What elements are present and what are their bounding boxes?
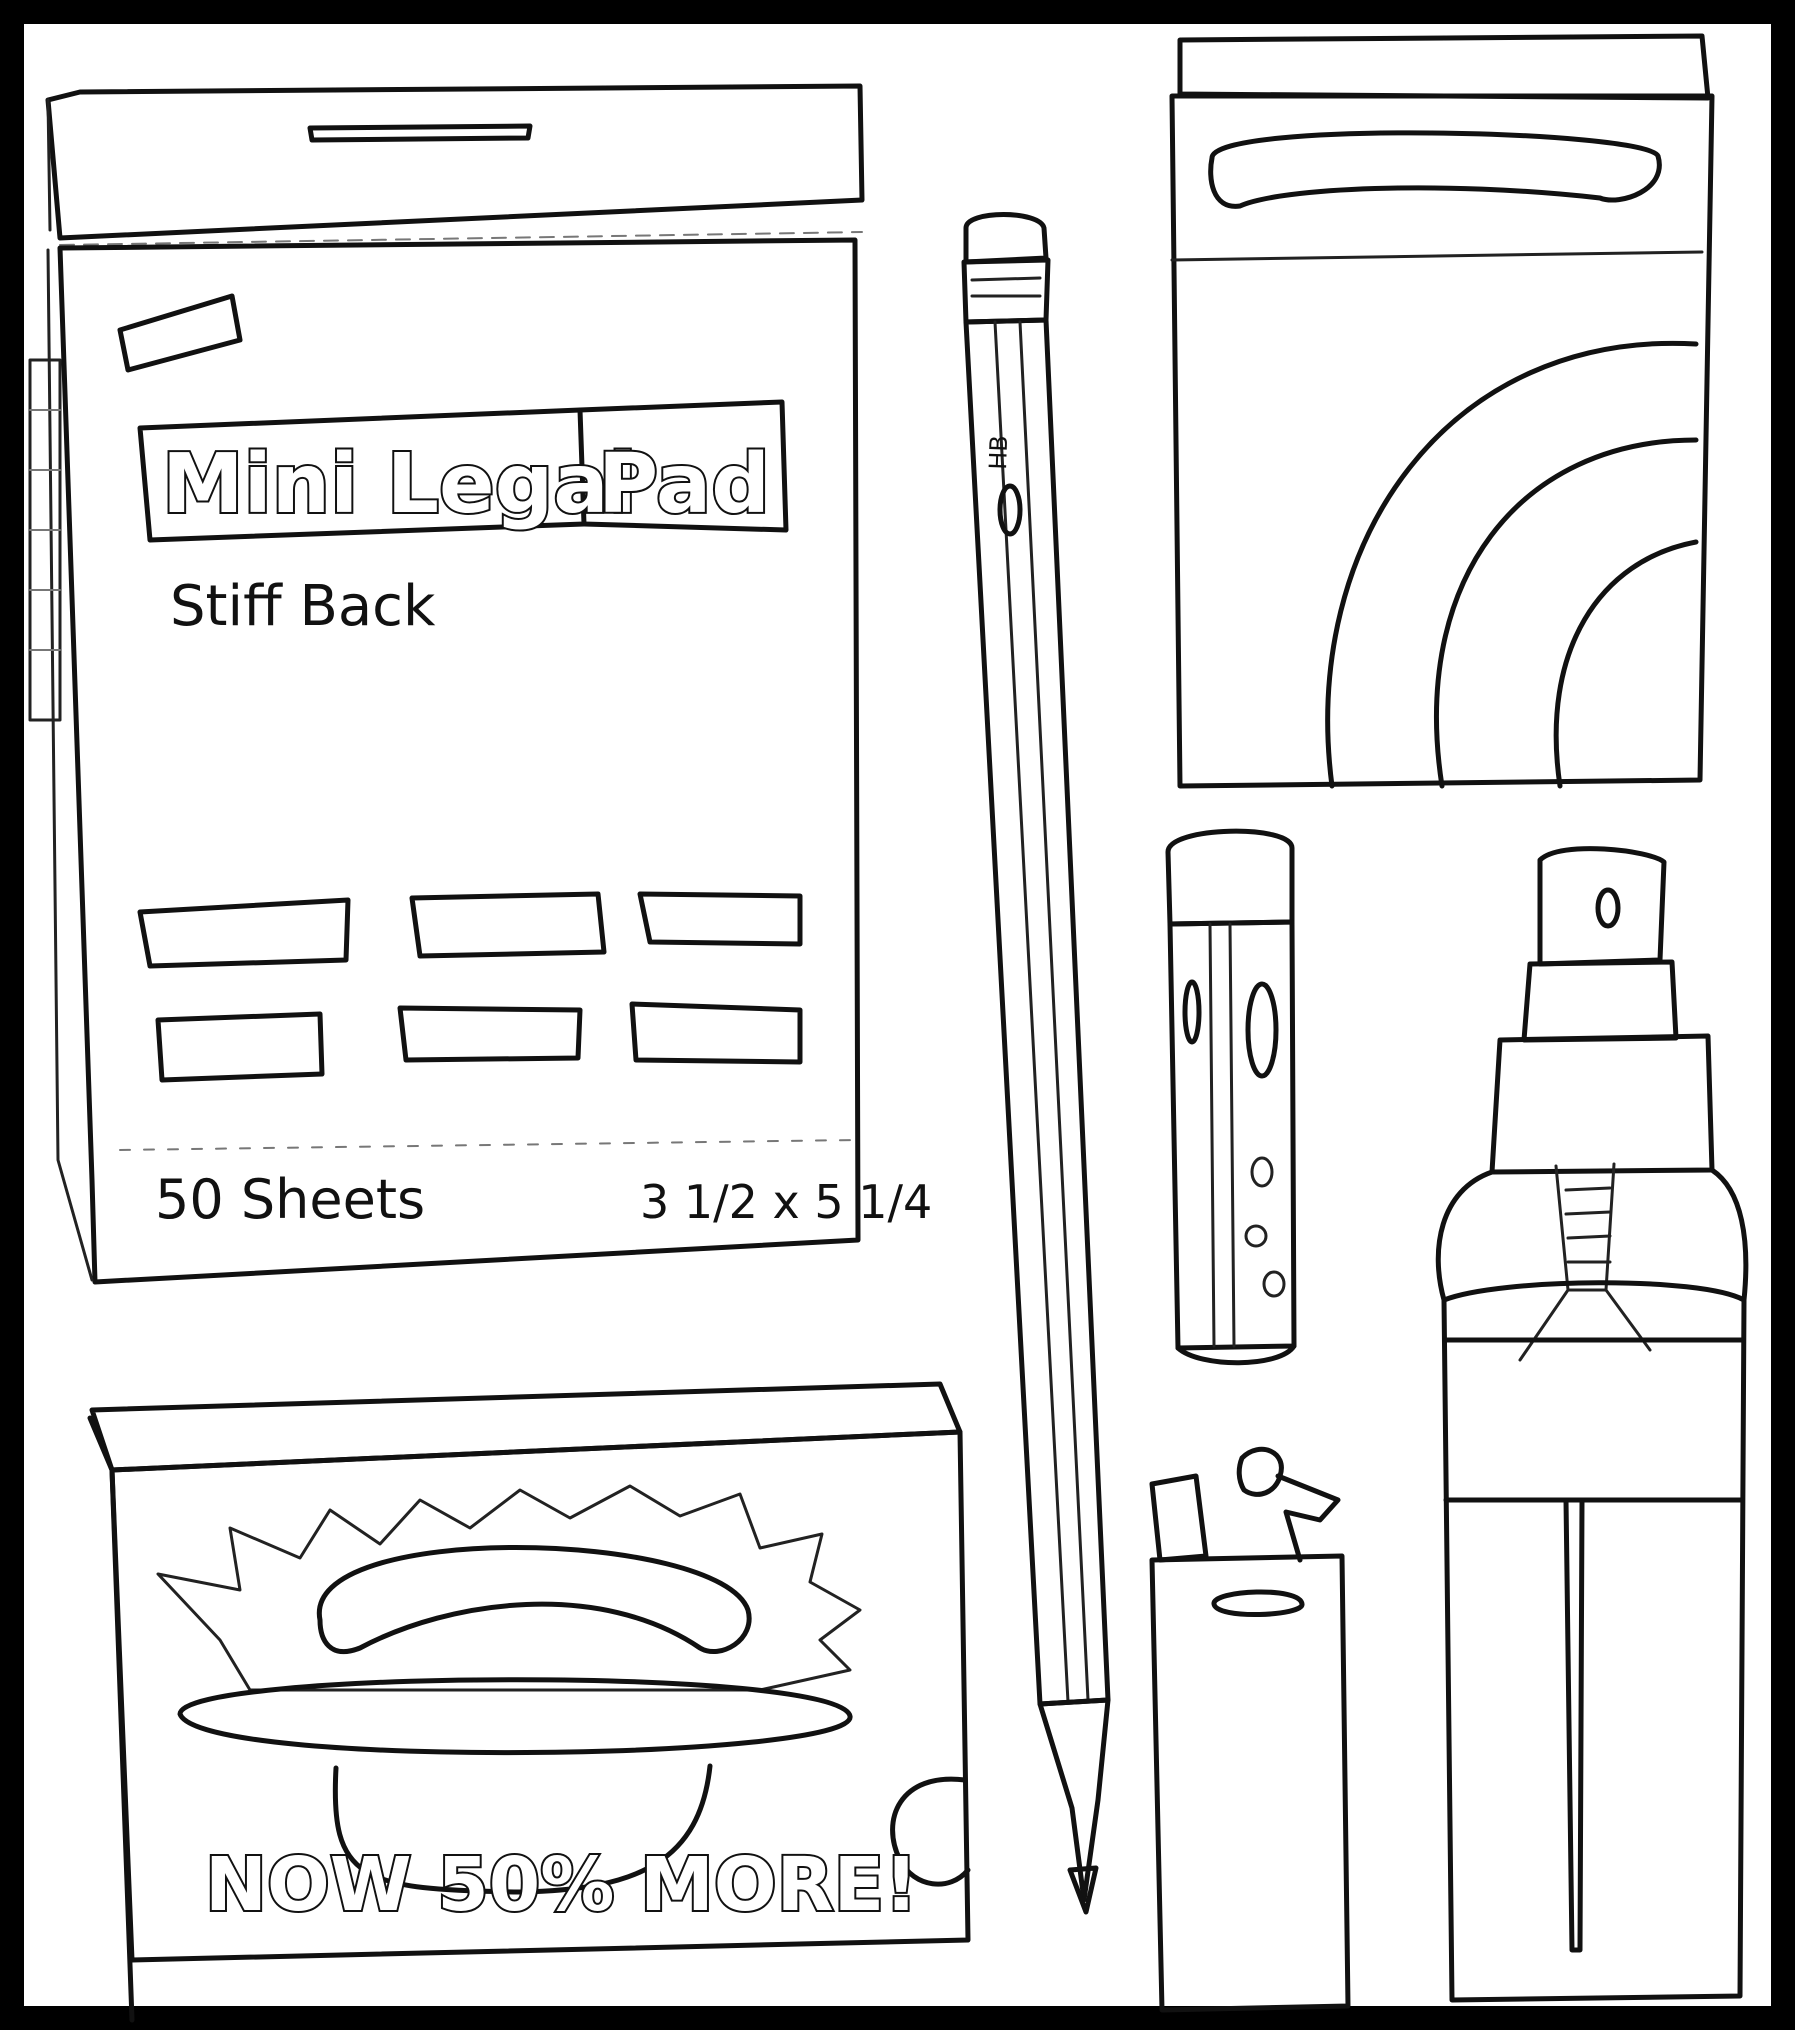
pad-box xyxy=(137,897,351,969)
pad-title-part2: Pad xyxy=(598,437,770,532)
pad-title-part1: Mini Legal xyxy=(162,437,637,532)
pad-box xyxy=(629,1001,803,1065)
pad-box xyxy=(155,1011,325,1083)
pad-box xyxy=(409,891,607,959)
small-box xyxy=(1169,33,1715,789)
pencil: HB xyxy=(961,212,1111,1915)
lip-balm xyxy=(1165,828,1297,1366)
lighter-slot xyxy=(1211,1589,1305,1618)
pencil-eraser xyxy=(963,212,1049,265)
pencil-tip xyxy=(1037,1697,1111,1903)
pad-subtitle: Stiff Back xyxy=(170,574,436,639)
spray-bottle xyxy=(1435,846,1749,2003)
box-handle-slot xyxy=(1208,130,1662,209)
pad-box xyxy=(637,891,803,947)
pad-box xyxy=(397,1005,583,1063)
pad-sheet-count: 50 Sheets xyxy=(155,1168,425,1231)
pencil-grade: HB xyxy=(984,435,1013,470)
legal-pad: Mini Legal Pad Stiff Back 50 Sheets 3 1/… xyxy=(28,83,932,1285)
lighter xyxy=(1149,1446,1351,2013)
tissue-banner: NOW 50% MORE! xyxy=(205,1842,918,1928)
tissue-box: NOW 50% MORE! xyxy=(87,1381,971,2023)
pad-dimensions: 3 1/2 x 5 1/4 xyxy=(640,1175,932,1229)
